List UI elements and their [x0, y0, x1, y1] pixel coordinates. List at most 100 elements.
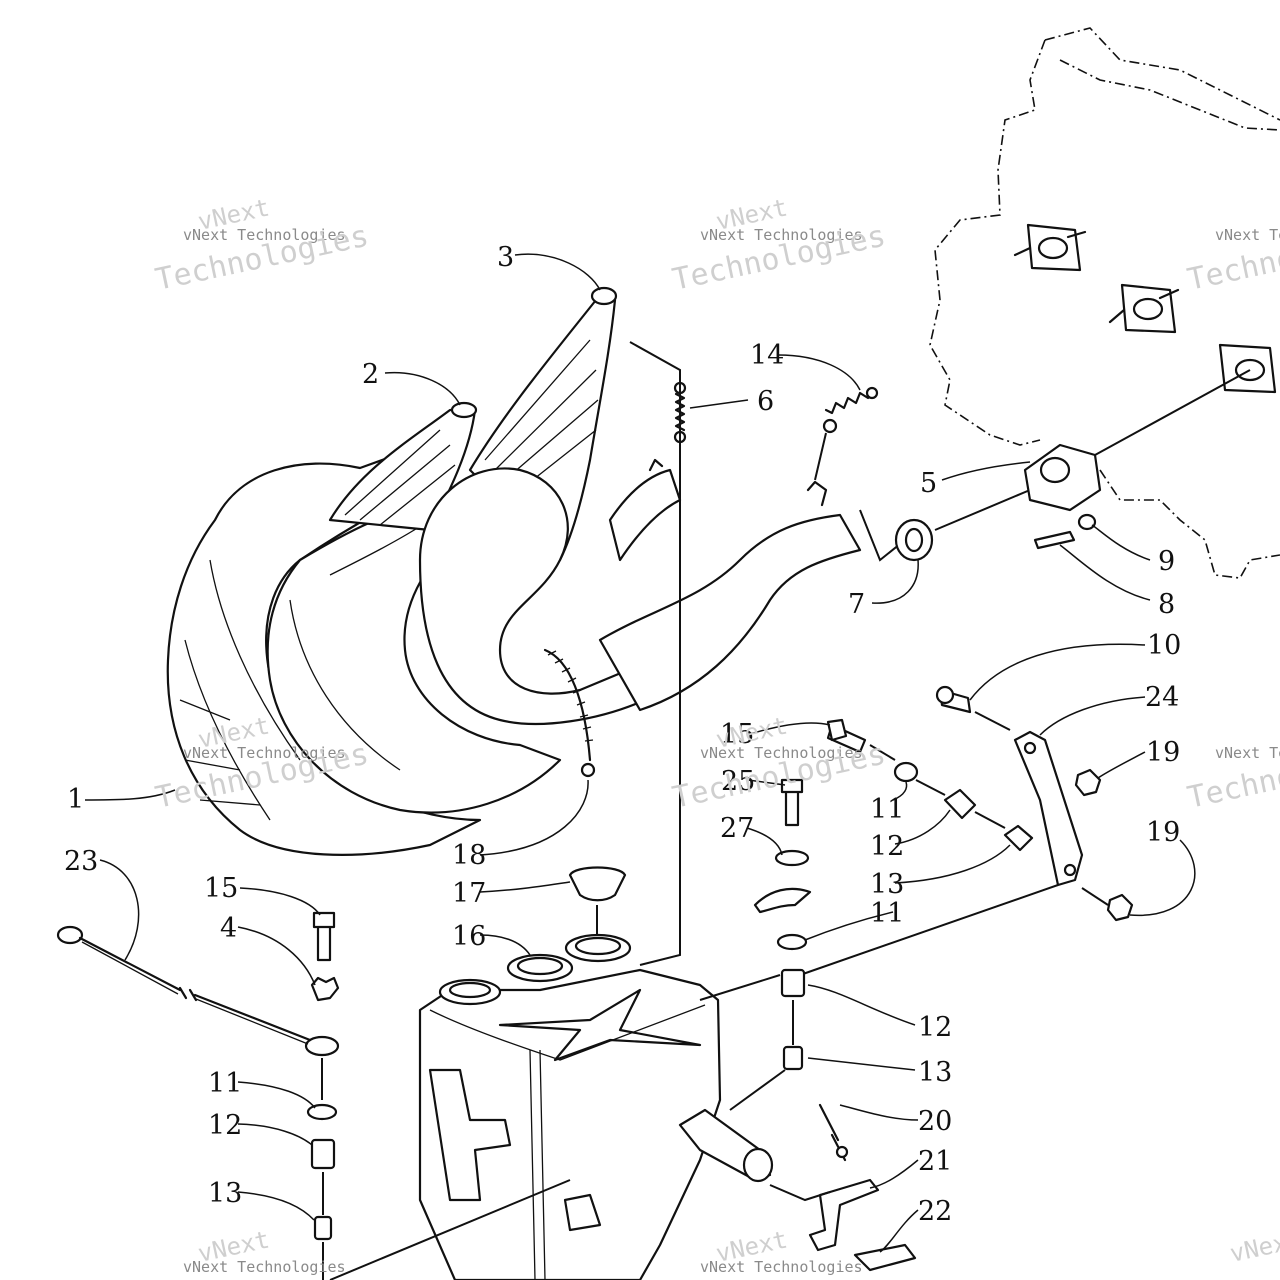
washer-11-center — [776, 933, 808, 951]
sleeve-13-center — [782, 1045, 804, 1071]
washer-11-right — [893, 761, 919, 783]
callout-4: 4 — [220, 913, 237, 944]
svg-text:vNext Technologies: vNext Technologies — [1215, 226, 1280, 244]
callout-3: 3 — [497, 242, 514, 273]
washer-11-left — [306, 1103, 338, 1121]
mount-chain-right — [826, 718, 1034, 852]
bushing-12-center — [780, 968, 806, 998]
assembly-line-14 — [814, 432, 827, 481]
bracket-21 — [808, 1178, 880, 1252]
watermark-bottom-center: vNext vNext Technologies — [700, 1225, 863, 1276]
nut-19-top — [1074, 768, 1102, 797]
watermark-mid-right: vNext Technologies Technologies — [1184, 737, 1280, 816]
muffler-body — [418, 968, 722, 1280]
callout-14: 14 — [750, 340, 784, 371]
callout-1: 1 — [67, 784, 84, 815]
spring-14 — [822, 386, 879, 434]
callout-27: 27 — [720, 813, 754, 844]
sleeve-13-right — [1003, 824, 1034, 852]
callout-13-right: 13 — [870, 869, 904, 900]
mount-chain-left — [304, 911, 340, 1280]
muffler-inlet-3 — [564, 933, 632, 963]
callout-15-right: 15 — [720, 719, 754, 750]
callout-2: 2 — [362, 359, 379, 390]
callout-7: 7 — [848, 589, 865, 620]
bracket-24 — [1013, 730, 1084, 887]
callout-19-bottom: 19 — [1146, 817, 1180, 848]
watermark-top-left: vNext vNext Technologies Technologies — [152, 193, 371, 297]
svg-text:vNext Technologies: vNext Technologies — [700, 1258, 863, 1276]
callout-11-center: 11 — [870, 898, 904, 929]
callout-12-center: 12 — [918, 1012, 952, 1043]
bolt-15-left — [316, 923, 332, 962]
callout-16: 16 — [452, 921, 486, 952]
washer-9 — [1077, 513, 1097, 531]
callout-12-right: 12 — [870, 831, 904, 862]
callout-5: 5 — [920, 468, 937, 499]
header-pipe-rear — [598, 513, 862, 712]
callout-24: 24 — [1145, 682, 1179, 713]
bushing-12-left — [310, 1138, 336, 1170]
callout-8: 8 — [1158, 589, 1175, 620]
ground-cable-23 — [56, 925, 312, 1045]
callout-11-left: 11 — [208, 1068, 242, 1099]
svg-text:vNext Technologies: vNext Technologies — [1215, 744, 1280, 762]
callout-22: 22 — [918, 1196, 952, 1227]
callout-25: 25 — [721, 766, 755, 797]
callout-10: 10 — [1147, 630, 1181, 661]
washer-27 — [774, 849, 810, 867]
leader-lines — [84, 253, 1196, 1280]
callout-17: 17 — [452, 878, 486, 909]
nut-19-bottom — [1106, 893, 1134, 922]
muffler-inlet-1 — [438, 978, 502, 1006]
grommet-17 — [568, 866, 627, 902]
svg-text:vNext Technologies: vNext Technologies — [183, 226, 346, 244]
svg-text:vNext Technologies: vNext Technologies — [183, 1258, 346, 1276]
lower-bracket-parts — [769, 1103, 917, 1272]
bracket-assembly — [799, 685, 1134, 976]
watermark-mid-center: vNext vNext Technologies Technologies — [669, 711, 888, 815]
callout-13-left: 13 — [208, 1178, 242, 1209]
bolt-8 — [1033, 530, 1076, 550]
pin-20 — [835, 1145, 849, 1159]
gasket-7 — [894, 518, 934, 562]
callout-18: 18 — [452, 840, 486, 871]
callout-13-center: 13 — [918, 1057, 952, 1088]
header-pipe-front — [418, 467, 647, 725]
callout-numbers: 3 2 1 6 14 5 7 9 8 10 24 19 19 15 25 11 … — [64, 242, 1181, 1227]
callout-11-right: 11 — [870, 794, 904, 825]
flange-5 — [1023, 443, 1102, 512]
callout-23: 23 — [64, 846, 98, 877]
assembly-line-right — [629, 341, 681, 966]
callout-15-left: 15 — [204, 873, 238, 904]
callout-9: 9 — [1158, 546, 1175, 577]
svg-text:vNext Technologies: vNext Technologies — [700, 744, 863, 762]
muffler-inlet-2 — [506, 953, 574, 983]
muffler-assembly — [418, 866, 786, 1280]
watermark-bottom-right: vNext — [1227, 1225, 1280, 1267]
exhaust-port-2 — [1108, 283, 1180, 334]
svg-text:vNext Technologies: vNext Technologies — [700, 226, 863, 244]
callout-20: 20 — [918, 1106, 952, 1137]
callout-21: 21 — [918, 1146, 952, 1177]
svg-text:vNext Technologies: vNext Technologies — [183, 744, 346, 762]
expansion-chamber-assembly — [166, 286, 862, 856]
mount-chain-center — [753, 778, 812, 1071]
callout-12-left: 12 — [208, 1110, 242, 1141]
watermark-top-right: vNext Technologies Technologies — [1184, 219, 1280, 298]
bolt-25 — [784, 788, 800, 827]
callout-6: 6 — [757, 386, 774, 417]
sleeve-13-left — [313, 1215, 333, 1241]
clip-22 — [853, 1243, 917, 1272]
watermark-top-center: vNext vNext Technologies Technologies — [669, 193, 888, 297]
callout-19-top: 19 — [1146, 737, 1180, 768]
lockwasher-4 — [310, 976, 340, 1002]
exhaust-port-1 — [1013, 223, 1087, 272]
engine-outline — [929, 27, 1280, 579]
exhaust-flange-parts — [859, 369, 1251, 562]
exhaust-port-3 — [1218, 343, 1277, 394]
bushing-12-right — [943, 788, 977, 820]
svg-text:vNext: vNext — [1227, 1225, 1280, 1267]
